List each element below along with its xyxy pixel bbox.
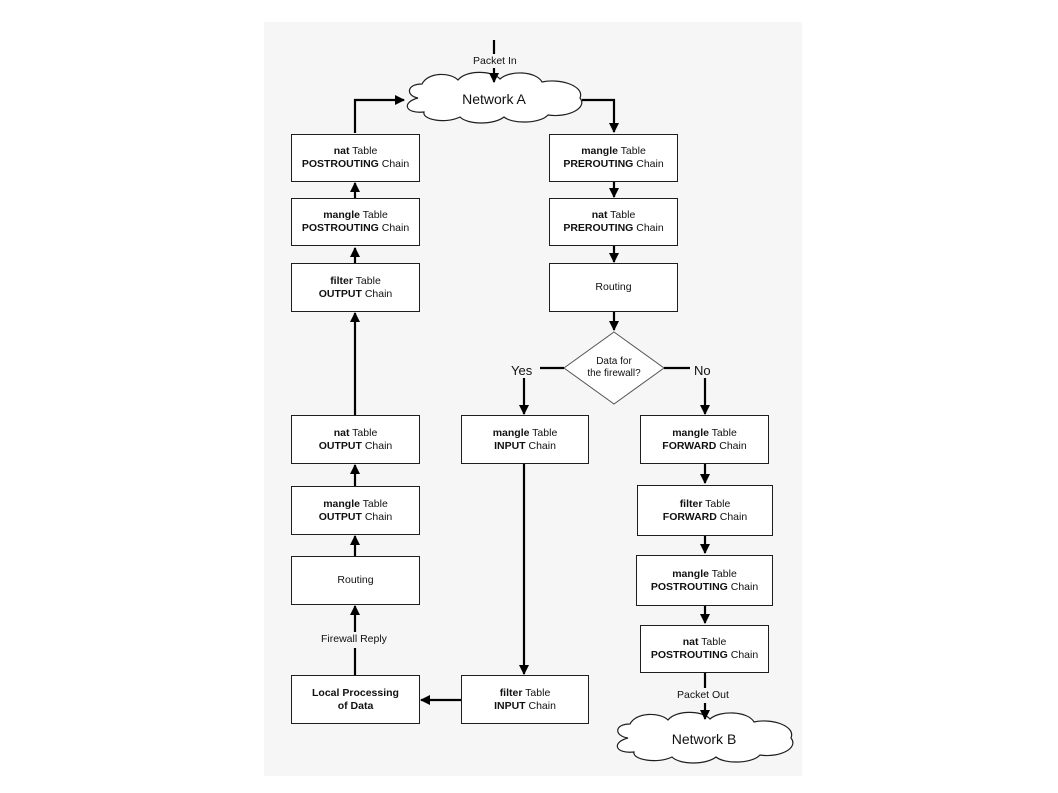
mangle-postrouting-box-left: mangle Table POSTROUTING Chain (291, 198, 420, 246)
nat-output-box: nat Table OUTPUT Chain (291, 415, 420, 464)
arrow-network-a-to-mangle-prerouting (582, 98, 619, 133)
decision-line-2: the firewall? (587, 368, 641, 379)
chain-line: FORWARD Chain (662, 439, 747, 452)
table-line: mangle Table (672, 426, 737, 439)
local-processing-box: Local Processing of Data (291, 675, 420, 724)
arrow-nat-postrouting-to-network-a (353, 95, 405, 133)
table-line: filter Table (679, 497, 731, 510)
chain-line: INPUT Chain (494, 439, 556, 452)
nat-postrouting-box-right: nat Table POSTROUTING Chain (640, 625, 769, 673)
table-line: mangle Table (672, 567, 737, 580)
routing-box-left: Routing (291, 556, 420, 605)
nat-postrouting-box-left: nat Table POSTROUTING Chain (291, 134, 420, 182)
network-b-label: Network B (671, 731, 737, 747)
no-label: No (694, 363, 711, 378)
routing-text: Routing (595, 281, 632, 293)
table-line: nat Table (591, 209, 636, 221)
chain-line: POSTROUTING Chain (301, 222, 410, 234)
network-a-cloud (406, 71, 583, 124)
local-processing-line-1: Local Processing (312, 686, 399, 699)
mangle-output-box: mangle Table OUTPUT Chain (291, 486, 420, 535)
local-processing-line-2: of Data (337, 699, 374, 712)
packet-out-label: Packet Out (677, 689, 729, 701)
table-line: nat Table (333, 145, 378, 157)
table-line: mangle Table (323, 497, 388, 510)
network-a-label: Network A (462, 91, 526, 107)
network-b-cloud (616, 711, 794, 764)
routing-box-right: Routing (549, 263, 678, 312)
chain-line: FORWARD Chain (662, 510, 748, 523)
mangle-input-box: mangle Table INPUT Chain (461, 415, 589, 464)
packet-in-label: Packet In (473, 55, 517, 67)
chain-line: POSTROUTING Chain (650, 580, 759, 593)
chain-line: OUTPUT Chain (318, 510, 393, 523)
table-line: mangle Table (323, 209, 388, 221)
table-line: mangle Table (492, 426, 558, 439)
chain-line: POSTROUTING Chain (650, 649, 759, 661)
chain-line: PREROUTING Chain (563, 158, 664, 170)
table-line: nat Table (333, 426, 378, 439)
firewall-reply-label: Firewall Reply (321, 633, 387, 645)
routing-text: Routing (337, 574, 374, 586)
filter-output-box: filter Table OUTPUT Chain (291, 263, 420, 312)
table-line: filter Table (330, 274, 381, 287)
filter-input-box: filter Table INPUT Chain (461, 675, 589, 724)
yes-label: Yes (511, 363, 533, 378)
chain-line: POSTROUTING Chain (301, 158, 410, 170)
decision-question: Data for the firewall? (587, 356, 640, 380)
decision-diamond (563, 331, 665, 405)
mangle-prerouting-box: mangle Table PREROUTING Chain (549, 134, 678, 182)
chain-line: OUTPUT Chain (318, 287, 393, 300)
table-line: nat Table (682, 636, 727, 648)
mangle-forward-box: mangle Table FORWARD Chain (640, 415, 769, 464)
table-line: filter Table (499, 686, 551, 699)
chain-line: INPUT Chain (494, 699, 556, 712)
table-line: mangle Table (581, 145, 646, 157)
chain-line: PREROUTING Chain (563, 222, 664, 234)
mangle-postrouting-box-right: mangle Table POSTROUTING Chain (636, 555, 773, 606)
chain-line: OUTPUT Chain (318, 439, 393, 452)
nat-prerouting-box: nat Table PREROUTING Chain (549, 198, 678, 246)
decision-line-1: Data for (596, 356, 632, 367)
filter-forward-box: filter Table FORWARD Chain (637, 485, 773, 536)
